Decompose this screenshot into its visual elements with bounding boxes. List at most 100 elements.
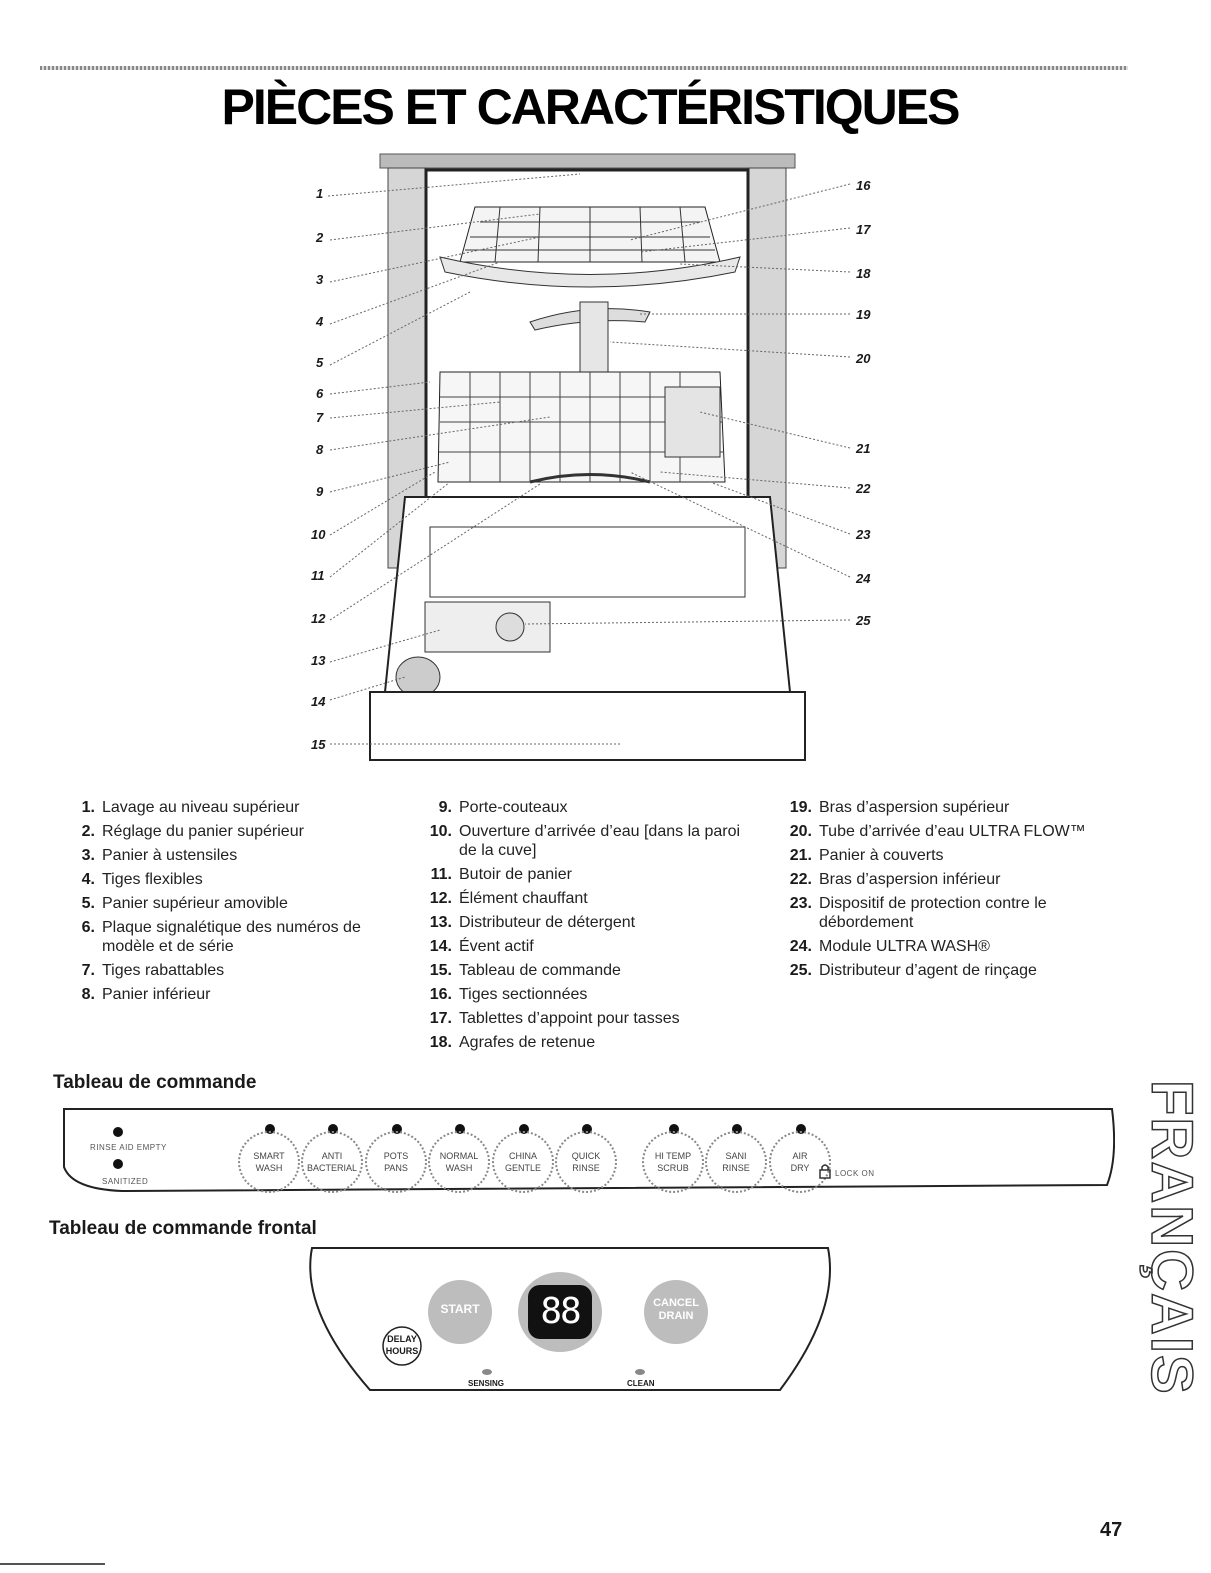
start-button-shape: [428, 1280, 492, 1344]
callout-6: 6: [316, 386, 324, 401]
sensing-led: [482, 1369, 492, 1375]
item-number: 1.: [81, 799, 95, 816]
item-text: Plaque signalétique des numéros de modèl…: [102, 919, 361, 955]
front-panel-heading: Tableau de commande frontal: [49, 1218, 317, 1239]
display-screen: [528, 1285, 592, 1339]
callout-8: 8: [316, 442, 324, 457]
air-dry-led: [796, 1124, 806, 1134]
item-number: 20.: [789, 823, 812, 840]
start-button[interactable]: START: [440, 1302, 480, 1316]
sensing-label: SENSING: [468, 1379, 505, 1388]
callout-lines-left: [327, 173, 620, 745]
callout-21: 21: [856, 441, 871, 456]
list-item: 4.Tiges flexibles: [55, 870, 385, 889]
callout-7: 7: [316, 410, 324, 425]
hours-label: HOURS: [385, 1346, 419, 1356]
anti-bacterial-led: [328, 1124, 338, 1134]
dishwasher-diagram: [327, 153, 851, 761]
list-item: 9.Porte-couteaux: [412, 798, 742, 817]
item-number: 4.: [81, 871, 95, 888]
delay-button-shape: [382, 1326, 422, 1366]
item-number: 13.: [429, 914, 452, 931]
cancel-drain-button[interactable]: CANCEL DRAIN: [644, 1297, 708, 1323]
parts-list-col2: 9.Porte-couteaux 10.Ouverture d’arrivée …: [412, 798, 742, 1057]
list-item: 24.Module ULTRA WASH®: [772, 937, 1092, 956]
delay-hours-button[interactable]: DELAY HOURS: [383, 1333, 421, 1357]
clean-led: [635, 1369, 645, 1375]
button-label: DRY: [790, 1163, 810, 1173]
callout-17: 17: [856, 222, 871, 237]
item-text: Tablettes d’appoint pour tasses: [459, 1010, 680, 1027]
button-label: BACTERIAL: [306, 1163, 357, 1173]
cancel-button-shape: [644, 1280, 708, 1344]
item-number: 2.: [81, 823, 95, 840]
callout-13: 13: [311, 653, 326, 668]
button-label: SMART: [253, 1151, 285, 1161]
item-text: Tube d’arrivée d’eau ULTRA FLOW™: [819, 823, 1086, 840]
item-number: 7.: [81, 962, 95, 979]
item-text: Lavage au niveau supérieur: [102, 799, 300, 816]
sanitized-label: SANITIZED: [102, 1177, 149, 1186]
item-text: Butoir de panier: [459, 866, 572, 883]
item-text: Panier supérieur amovible: [102, 895, 288, 912]
list-item: 20. Tube d’arrivée d’eau ULTRA FLOW™: [772, 822, 1092, 841]
list-item: 19.Bras d’aspersion supérieur: [772, 798, 1092, 817]
item-text: Tiges sectionnées: [459, 986, 588, 1003]
digital-display: 88: [540, 1291, 581, 1332]
button-label: HI TEMP: [654, 1151, 692, 1161]
button-label: WASH: [445, 1163, 473, 1173]
language-side-tab: FRANÇAIS: [1131, 1079, 1211, 1396]
hi-temp-scrub-led: [669, 1124, 679, 1134]
button-label: SANI: [725, 1151, 747, 1161]
button-label: RINSE: [722, 1163, 750, 1173]
item-number: 22.: [789, 871, 812, 888]
front-panel-outline: [309, 1247, 831, 1391]
anti-bacterial-button[interactable]: ANTI BACTERIAL: [301, 1131, 363, 1193]
list-item: 13.Distributeur de détergent: [412, 913, 742, 932]
item-number: 8.: [81, 986, 95, 1003]
list-item: 16. Tiges sectionnées: [412, 985, 742, 1004]
button-label: GENTLE: [504, 1163, 541, 1173]
parts-list-col1: 1.Lavage au niveau supérieur 2.Réglage d…: [55, 798, 385, 1009]
parts-list-col3: 19.Bras d’aspersion supérieur 20. Tube d’…: [772, 798, 1092, 985]
callout-10: 10: [311, 527, 326, 542]
item-number: 10.: [429, 823, 452, 840]
item-text: Tableau de commande: [459, 962, 621, 979]
item-number: 18.: [429, 1034, 452, 1051]
lower-rack: [437, 371, 726, 483]
callout-15: 15: [311, 737, 326, 752]
item-number: 15.: [429, 962, 452, 979]
list-item: 14.Évent actif: [412, 937, 742, 956]
button-label: ANTI: [321, 1151, 343, 1161]
list-item: 18. Agrafes de retenue: [412, 1033, 742, 1052]
detergent-dispenser: [424, 601, 551, 653]
callout-19: 19: [856, 307, 871, 322]
list-item: 10.Ouverture d’arrivée d’eau [dans la pa…: [412, 822, 742, 860]
button-label: RINSE: [572, 1163, 600, 1173]
list-item: 15. Tableau de commande: [412, 961, 742, 980]
item-number: 14.: [429, 938, 452, 955]
item-number: 16.: [429, 986, 452, 1003]
countertop: [379, 153, 796, 169]
callout-9: 9: [316, 484, 324, 499]
sani-rinse-button[interactable]: SANI RINSE: [705, 1131, 767, 1193]
upper-rack-tray: [439, 256, 741, 288]
item-text: Dispositif de protection contre le débor…: [819, 895, 1047, 931]
bottom-rule: [0, 1563, 105, 1565]
drain-label: DRAIN: [658, 1310, 694, 1322]
callout-11: 11: [311, 568, 325, 583]
list-item: 21.Panier à couverts: [772, 846, 1092, 865]
control-panel-heading: Tableau de commande: [53, 1072, 257, 1093]
item-text: Agrafes de retenue: [459, 1034, 596, 1051]
item-number: 11.: [430, 866, 452, 883]
list-item: 7.Tiges rabattables: [55, 961, 385, 980]
callout-14: 14: [311, 694, 326, 709]
